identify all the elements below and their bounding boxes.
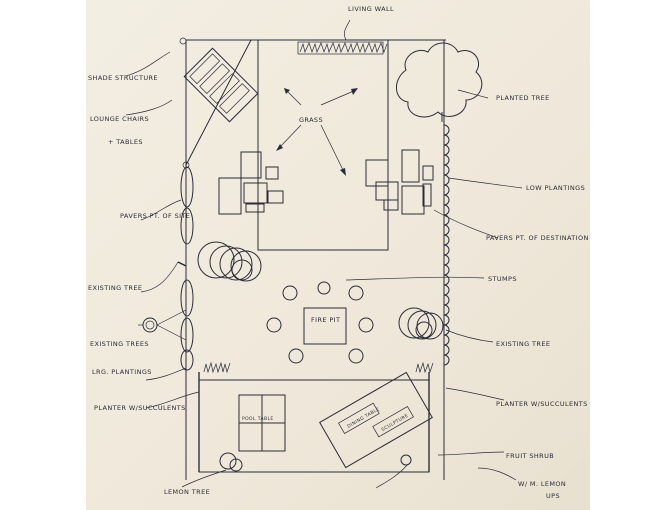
- left-plantings: [180, 166, 194, 371]
- existing-tree-right: [398, 307, 444, 340]
- living-wall: LIVING WALL: [297, 5, 394, 55]
- paper-background: [86, 0, 590, 510]
- shade-structure: [183, 39, 259, 166]
- pavers-right: [365, 149, 434, 215]
- grass-lawn: GRASS: [251, 39, 389, 251]
- label-living-wall: LIVING WALL: [348, 5, 394, 13]
- label-planter-right: PLANTER W/SUCCULENTS: [496, 400, 588, 408]
- label-existing-trees: EXISTING TREES: [90, 340, 149, 348]
- label-fruit-shrub: FRUIT SHRUB: [506, 452, 554, 460]
- stumps: [266, 281, 374, 364]
- label-tool-suffix: UPS: [546, 492, 560, 500]
- label-lounge-chairs: LOUNGE CHAIRS: [90, 115, 149, 123]
- label-low-plantings: LOW PLANTINGS: [526, 184, 585, 192]
- lemon-tree-circles: [219, 452, 412, 472]
- label-stumps: STUMPS: [488, 275, 517, 283]
- landscape-plan-drawing: GRASS LIVING WALL: [86, 0, 590, 510]
- label-fire-pit: FIRE PIT: [311, 316, 340, 324]
- label-small-lemon: W/ M. LEMON: [518, 480, 566, 488]
- low-plantings: [443, 124, 450, 366]
- pool-table: POOL TABLE: [238, 394, 286, 452]
- label-shade-structure: SHADE STRUCTURE: [88, 74, 158, 82]
- label-tables: + TABLES: [108, 138, 143, 146]
- label-existing-tree-left: EXISTING TREE: [88, 284, 142, 292]
- label-pavers-pt: PAVERS PT. OF SITE: [120, 212, 190, 220]
- pavers-left: [218, 151, 284, 215]
- label-pavers-dest: PAVERS PT. OF DESTINATION: [486, 234, 589, 242]
- label-existing-tree-right: EXISTING TREE: [496, 340, 550, 348]
- small-existing-tree: [138, 309, 187, 341]
- drawing-sheet: GRASS LIVING WALL: [86, 0, 590, 510]
- label-lrg-plantings: LRG. PLANTINGS: [92, 368, 152, 376]
- fire-pit: FIRE PIT: [303, 307, 347, 345]
- leader-lines: [125, 51, 523, 489]
- label-pool-table: POOL TABLE: [242, 416, 274, 422]
- lower-patio: [198, 361, 434, 473]
- label-planter-left: PLANTER W/SUCCULENTS: [94, 404, 186, 412]
- label-planted-tree: PLANTED TREE: [496, 94, 550, 102]
- label-lemon-tree: LEMON TREE: [164, 488, 210, 496]
- label-grass: GRASS: [299, 116, 323, 124]
- planted-tree: [396, 42, 483, 122]
- existing-tree-left: [177, 241, 262, 282]
